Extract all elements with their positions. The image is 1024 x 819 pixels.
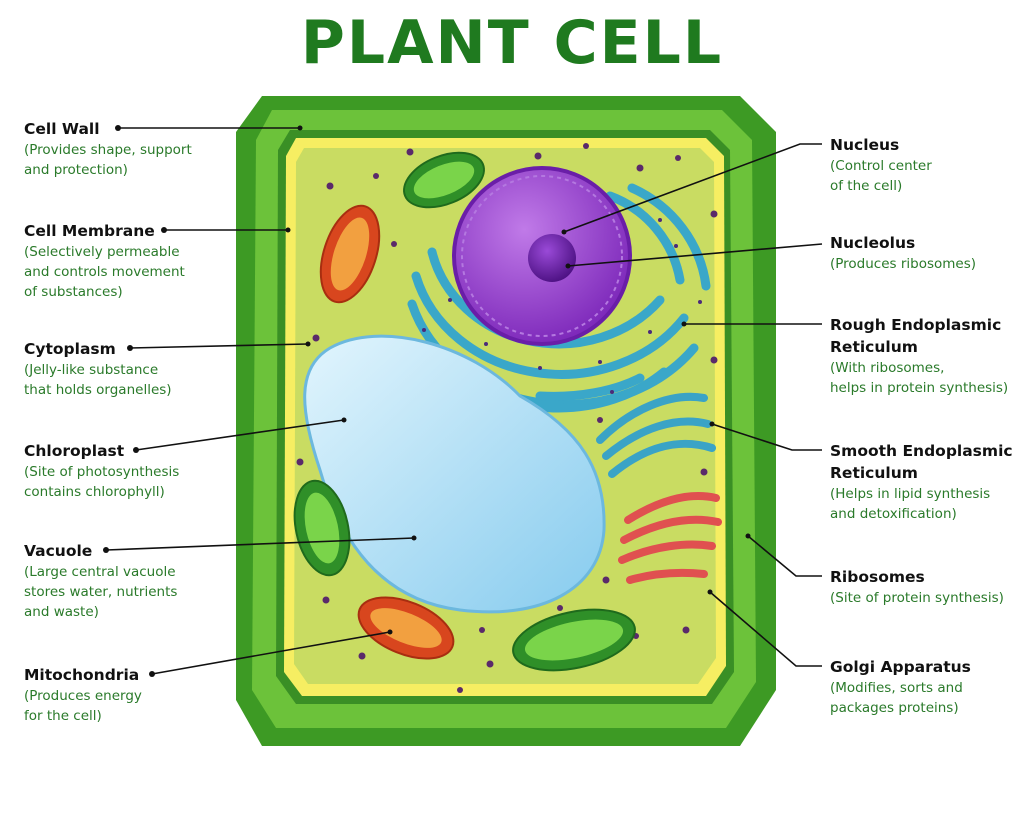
label-cytoplasm-desc: (Jelly-like substance that holds organel… (24, 362, 172, 398)
leader-cytoplasm (129, 343, 309, 349)
label-smooth-er-desc: (Helps in lipid synthesis and detoxifica… (830, 486, 991, 522)
label-rough-er-name: Rough Endoplasmic Reticulum (830, 316, 1002, 356)
label-nucleolus: Nucleolus (Produces ribosomes) (830, 232, 1020, 274)
label-nucleus: Nucleus (Control center of the cell) (830, 134, 1020, 196)
chloroplast (293, 151, 636, 672)
leader-chloroplast (135, 419, 345, 451)
label-nucleolus-desc: (Produces ribosomes) (830, 256, 977, 272)
label-chloroplast-name: Chloroplast (24, 442, 125, 460)
label-chloroplast: Chloroplast (Site of photosynthesis cont… (24, 440, 284, 502)
label-ribosomes-name: Ribosomes (830, 568, 925, 586)
label-mitochondria-name: Mitochondria (24, 666, 140, 684)
label-mitochondria: Mitochondria (Produces energy for the ce… (24, 664, 284, 726)
leader-mitochondria (151, 631, 391, 675)
label-golgi-desc: (Modifies, sorts and packages proteins) (830, 680, 963, 716)
label-nucleolus-name: Nucleolus (830, 234, 916, 252)
vacuole (303, 334, 606, 614)
leader-lines (105, 127, 823, 675)
leader-ribosomes (747, 535, 822, 577)
smooth-endoplasmic-reticulum (596, 392, 716, 478)
label-ribosomes-desc: (Site of protein synthesis) (830, 590, 1004, 606)
label-golgi: Golgi Apparatus (Modifies, sorts and pac… (830, 656, 1020, 718)
leader-nucleus (563, 143, 822, 233)
label-smooth-er-name: Smooth Endoplasmic Reticulum (830, 442, 1013, 482)
label-ribosomes: Ribosomes (Site of protein synthesis) (830, 566, 1020, 608)
leader-smooth-er (711, 423, 822, 451)
label-cytoplasm: Cytoplasm (Jelly-like substance that hol… (24, 338, 284, 400)
label-vacuole-name: Vacuole (24, 542, 93, 560)
label-cell-wall-name: Cell Wall (24, 120, 100, 138)
leader-dots (103, 125, 751, 677)
label-rough-er: Rough Endoplasmic Reticulum (With riboso… (830, 314, 1020, 398)
golgi-apparatus (618, 492, 722, 584)
mitochondria (319, 204, 455, 660)
label-chloroplast-desc: (Site of photosynthesis contains chlorop… (24, 464, 180, 500)
label-nucleus-desc: (Control center of the cell) (830, 158, 932, 194)
label-golgi-name: Golgi Apparatus (830, 658, 971, 676)
leader-nucleolus (567, 243, 823, 267)
leader-vacuole (105, 537, 415, 551)
label-cell-wall-desc: (Provides shape, support and protection) (24, 142, 192, 178)
label-cytoplasm-name: Cytoplasm (24, 340, 116, 358)
label-cell-membrane: Cell Membrane (Selectively permeable and… (24, 220, 284, 302)
label-vacuole: Vacuole (Large central vacuole stores wa… (24, 540, 284, 622)
leader-golgi (709, 591, 822, 667)
nucleolus (528, 234, 576, 282)
label-smooth-er: Smooth Endoplasmic Reticulum (Helps in l… (830, 440, 1020, 524)
label-vacuole-desc: (Large central vacuole stores water, nut… (24, 564, 178, 620)
label-cell-wall: Cell Wall (Provides shape, support and p… (24, 118, 284, 180)
label-cell-membrane-desc: (Selectively permeable and controls move… (24, 244, 185, 300)
label-cell-membrane-name: Cell Membrane (24, 222, 155, 240)
label-nucleus-name: Nucleus (830, 136, 900, 154)
diagram-title: PLANT CELL (300, 8, 724, 78)
label-rough-er-desc: (With ribosomes, helps in protein synthe… (830, 360, 1009, 396)
label-mitochondria-desc: (Produces energy for the cell) (24, 688, 142, 724)
nucleus-envelope (461, 175, 623, 337)
